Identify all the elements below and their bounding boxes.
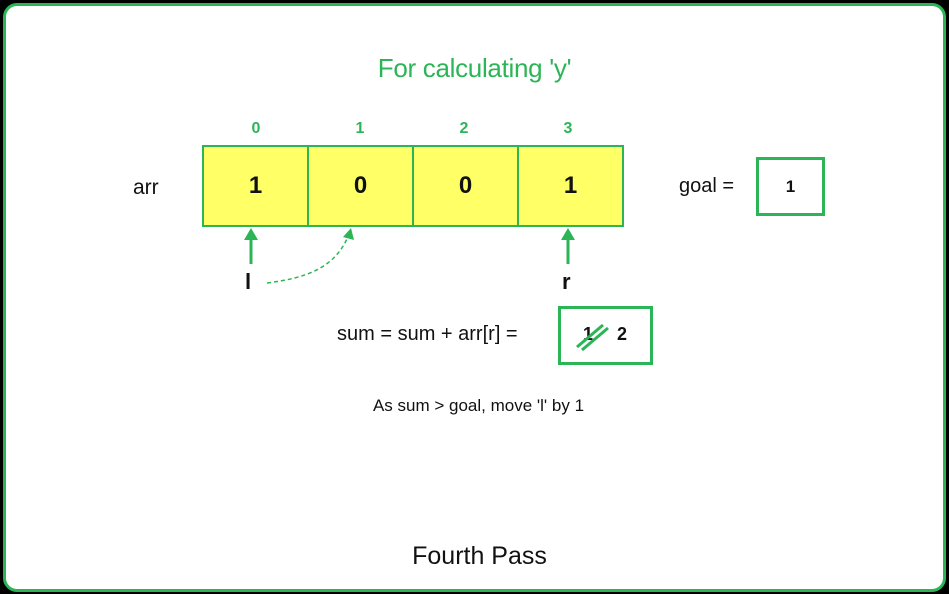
array-cell-2: 0 [412,147,517,225]
explanation-note: As sum > goal, move 'l' by 1 [372,396,585,415]
left-pointer-label: l [245,269,252,294]
array-index-0: 0 [251,120,261,137]
array-index-1: 1 [355,120,365,137]
array-label: arr [133,176,159,199]
array-cells: 1 0 0 1 [202,145,624,227]
pointer-arrows [244,228,575,284]
sum-value-box: 1 2 [558,306,653,365]
pass-caption: Fourth Pass [412,542,547,570]
strikeout-icon [576,323,609,352]
diagram-title: For calculating 'y' [377,53,572,83]
array-index-2: 2 [459,120,469,137]
array-cell-1: 0 [307,147,412,225]
sum-new-value: 2 [617,324,628,344]
right-pointer-arrow [561,228,575,264]
sum-old-value: 1 [583,324,594,344]
goal-label: goal = [679,175,735,197]
right-pointer-label: r [562,269,571,294]
array-index-3: 3 [563,120,573,137]
diagram-frame: For calculating 'y' 0 1 2 3 arr 1 0 0 1 … [3,3,946,592]
array-cell-0: 1 [248,172,263,199]
move-left-pointer-arrow [266,228,354,284]
array-cell-3: 1 [517,147,622,225]
goal-value: 1 [785,176,796,196]
sum-label: sum = sum + arr[r] = [337,323,518,345]
left-pointer-arrow [244,228,258,264]
goal-value-box: 1 [756,157,825,216]
